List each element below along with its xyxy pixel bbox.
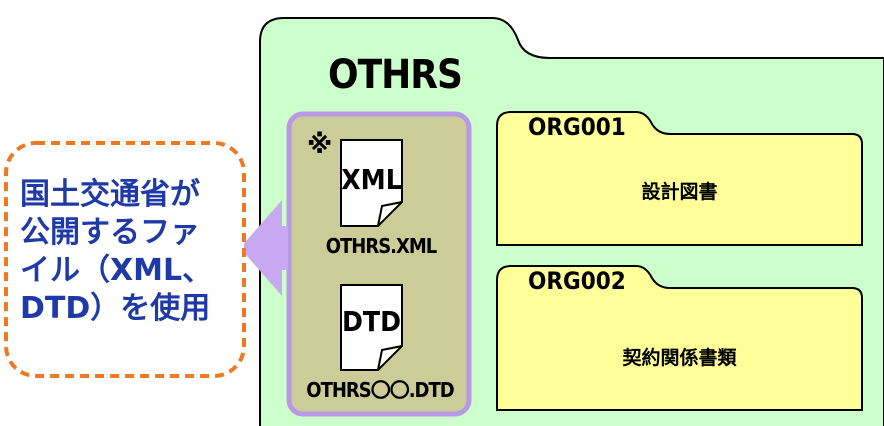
callout-line-3: イル（XML、 [20,253,213,288]
callout-line-1: 国土交通省が [20,177,200,212]
note-mark: ※ [307,130,333,160]
document-panel [286,111,472,417]
org002-folder-shape [496,265,863,411]
org002-folder-description: 契約関係書類 [622,347,737,369]
othrs-folder-label: OTHRS [328,52,463,98]
xml-icon-label: XML [341,163,402,196]
xml-document-fold [377,201,403,227]
dtd-filename: OTHRS〇〇.DTD [306,378,454,402]
arrow-left-icon [240,200,288,296]
callout-bubble [4,141,246,378]
dtd-document-fold [377,345,403,371]
org001-folder-shape [496,111,863,246]
org001-folder-description: 設計図書 [641,181,718,203]
callout-line-2: 公開するファ [20,215,200,250]
org001-folder-code: ORG001 [528,113,626,141]
dtd-icon-label: DTD [341,305,402,338]
callout-text: 国土交通省が 公開するファ イル（XML、 DTD）を使用 [20,176,252,328]
xml-filename: OTHRS.XML [325,234,438,258]
callout-line-4: DTD）を使用 [20,291,211,326]
org002-folder-code: ORG002 [528,267,626,295]
